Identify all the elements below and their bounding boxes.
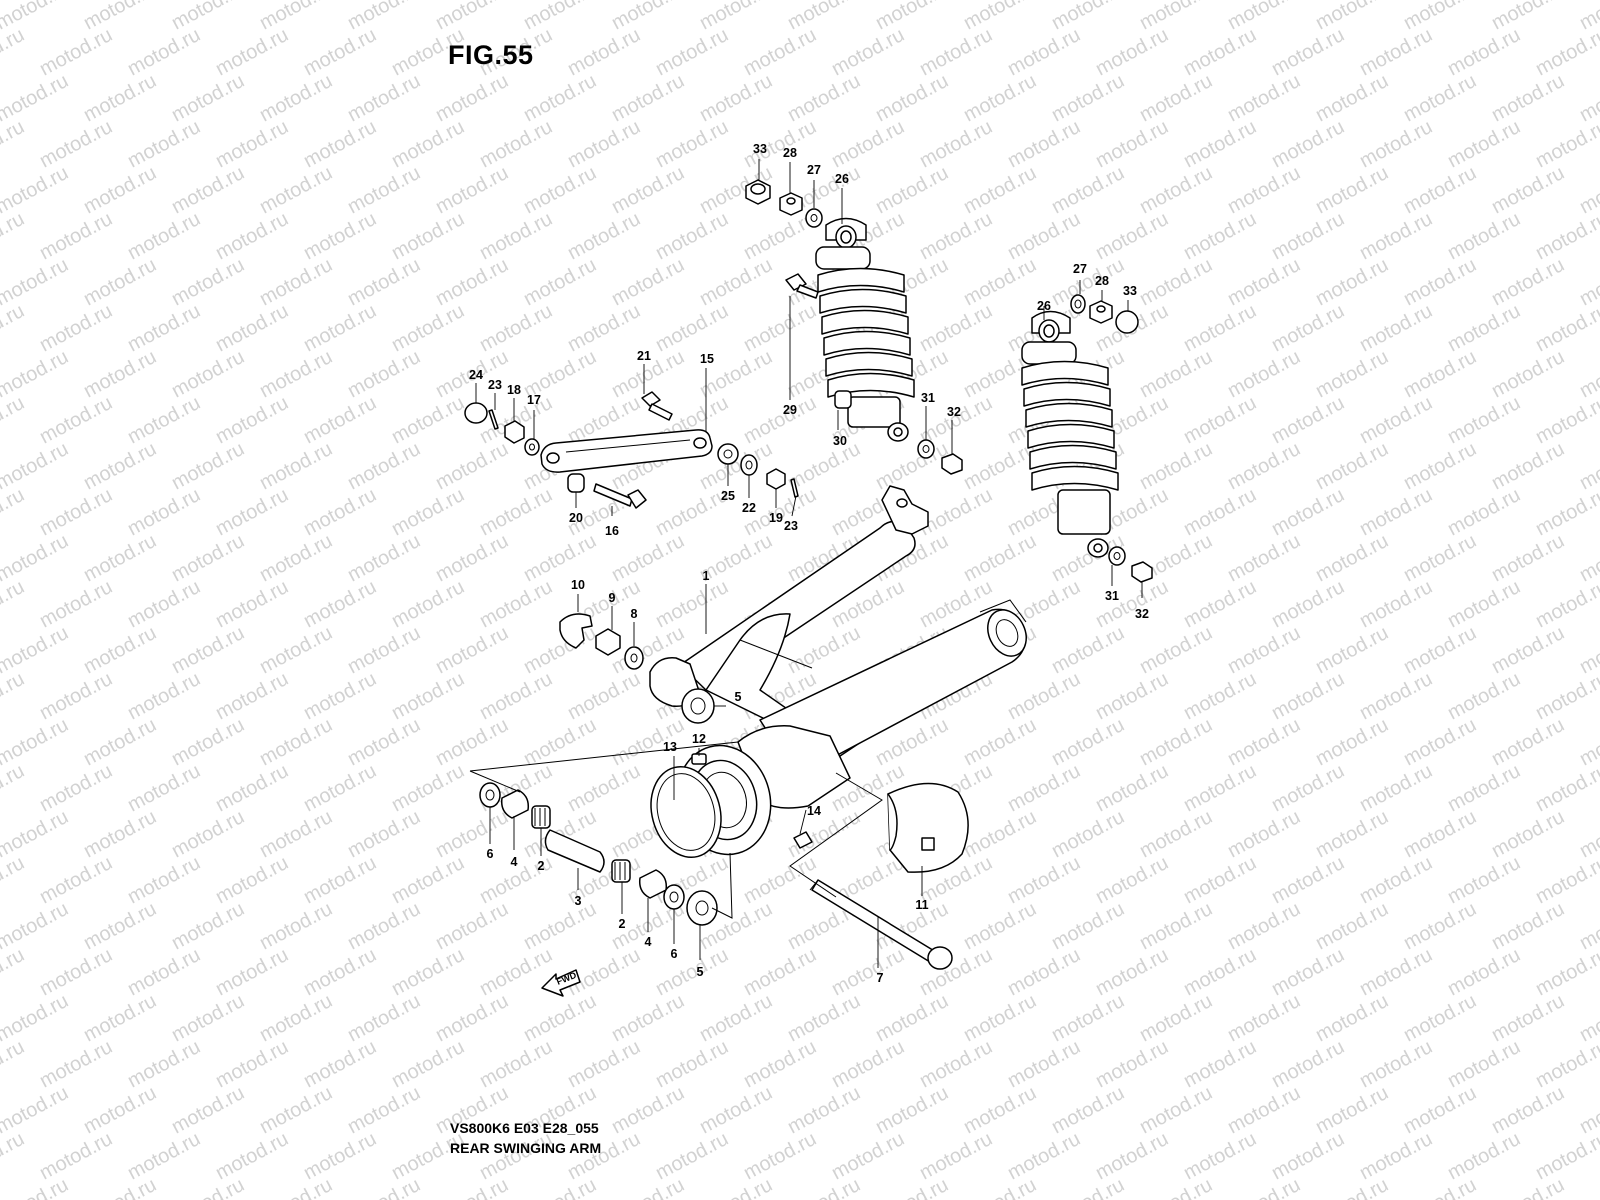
callout-c20: 20 bbox=[569, 511, 583, 525]
callout-c24: 24 bbox=[469, 368, 483, 382]
phantom-lines bbox=[469, 741, 883, 919]
swing-arm bbox=[649, 485, 1027, 856]
callout-c15: 15 bbox=[700, 352, 714, 366]
callout-c16: 16 bbox=[605, 524, 619, 538]
shock-mounting-hardware bbox=[745, 179, 1153, 583]
callout-c25: 25 bbox=[721, 489, 735, 503]
callout-c22: 22 bbox=[742, 501, 756, 515]
diagram-name: REAR SWINGING ARM bbox=[450, 1140, 602, 1156]
callout-c27a: 27 bbox=[807, 163, 821, 177]
callout-c6a: 6 bbox=[487, 847, 494, 861]
callout-c31b: 31 bbox=[1105, 589, 1119, 603]
pivot-cap-hardware bbox=[559, 613, 715, 724]
callout-c4a: 4 bbox=[511, 855, 518, 869]
callout-c32b: 32 bbox=[1135, 607, 1149, 621]
pivot-shaft bbox=[809, 879, 953, 970]
callout-c23b: 23 bbox=[784, 519, 798, 533]
callout-c30: 30 bbox=[833, 434, 847, 448]
forward-direction-arrow: FWD bbox=[541, 969, 581, 997]
callout-c21: 21 bbox=[637, 349, 651, 363]
callout-c27b: 27 bbox=[1073, 262, 1087, 276]
callout-c18: 18 bbox=[507, 383, 521, 397]
callout-c19: 19 bbox=[769, 511, 783, 525]
callout-c26a: 26 bbox=[835, 172, 849, 186]
callout-c2b: 2 bbox=[619, 917, 626, 931]
callout-c28a: 28 bbox=[783, 146, 797, 160]
callout-c33a: 33 bbox=[753, 142, 767, 156]
callout-c2a: 2 bbox=[538, 859, 545, 873]
torque-link-assembly bbox=[464, 391, 799, 509]
callout-c9: 9 bbox=[609, 591, 616, 605]
callout-c13: 13 bbox=[663, 740, 677, 754]
callout-c12: 12 bbox=[692, 732, 706, 746]
callout-c28b: 28 bbox=[1095, 274, 1109, 288]
diagram-code: VS800K6 E03 E28_055 bbox=[450, 1120, 599, 1136]
callout-c11: 11 bbox=[915, 898, 928, 912]
callout-c17: 17 bbox=[527, 393, 541, 407]
callout-c26b: 26 bbox=[1037, 299, 1051, 313]
rear-shock-absorber-right bbox=[1021, 310, 1119, 558]
pivot-bearing-stack bbox=[479, 782, 718, 926]
callout-c1: 1 bbox=[703, 569, 710, 583]
callout-c14: 14 bbox=[807, 804, 821, 818]
callout-c3: 3 bbox=[575, 894, 582, 908]
callout-c6b: 6 bbox=[671, 947, 678, 961]
callout-c7: 7 bbox=[877, 971, 884, 985]
callout-c33b: 33 bbox=[1123, 284, 1137, 298]
callout-c5a: 5 bbox=[735, 690, 742, 704]
callout-c29: 29 bbox=[783, 403, 797, 417]
callout-c32a: 32 bbox=[947, 405, 961, 419]
rear-shock-absorber-left bbox=[815, 217, 915, 442]
callout-c10: 10 bbox=[571, 578, 585, 592]
figure-title: FIG.55 bbox=[448, 40, 534, 70]
swing-arm-cover bbox=[887, 782, 969, 873]
leader-lines bbox=[475, 159, 1143, 968]
callout-c23a: 23 bbox=[488, 378, 502, 392]
callout-c8: 8 bbox=[631, 607, 638, 621]
callout-c31a: 31 bbox=[921, 391, 935, 405]
callout-c4b: 4 bbox=[645, 935, 652, 949]
callout-c5b: 5 bbox=[697, 965, 704, 979]
